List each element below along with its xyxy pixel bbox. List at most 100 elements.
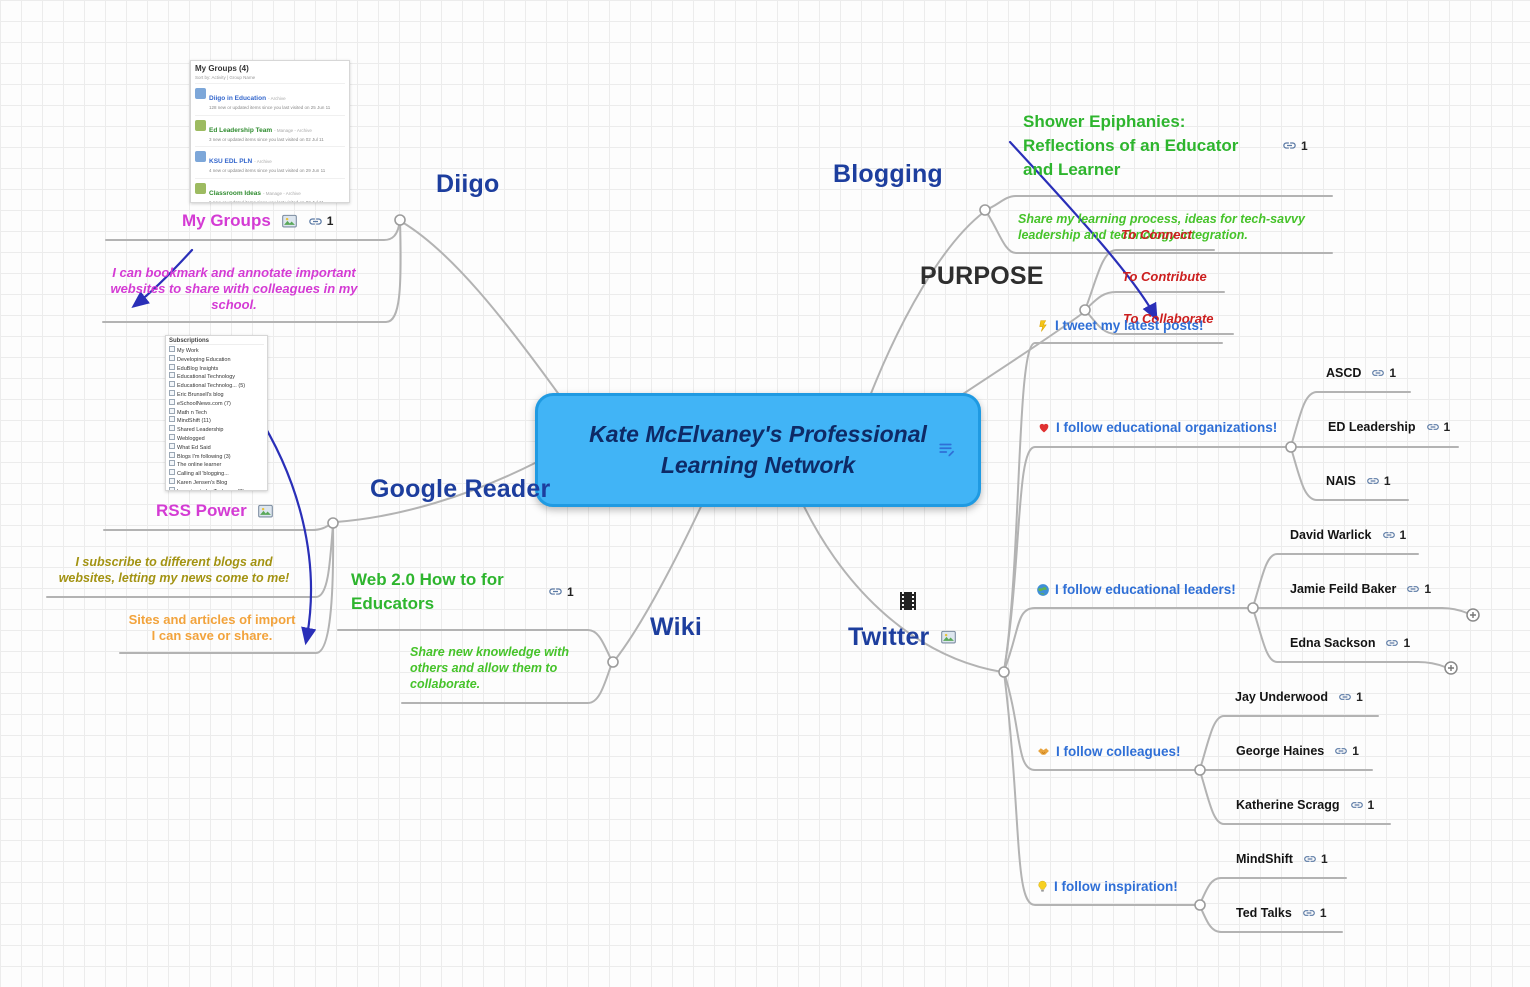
- link-attachment-badge[interactable]: 1: [1406, 582, 1431, 596]
- node-google-reader[interactable]: Google Reader: [370, 475, 551, 503]
- link-attachment-badge[interactable]: 1: [1282, 138, 1308, 153]
- link-attachment-badge[interactable]: 1: [1366, 474, 1391, 488]
- link-icon: [1426, 424, 1439, 430]
- link-attachment-badge[interactable]: 1: [1350, 798, 1374, 812]
- link-count: 1: [1383, 474, 1391, 488]
- link-attachment-badge[interactable]: 1: [1303, 852, 1328, 866]
- screenshot-title: Subscriptions: [169, 338, 264, 345]
- leaf-label: Edna Sackson: [1290, 636, 1376, 650]
- root-node[interactable]: Kate McElvaney's Professional Learning N…: [535, 393, 981, 507]
- tweet-posts-label: I tweet my latest posts!: [1055, 318, 1204, 333]
- expand-toggle-icon[interactable]: [1466, 608, 1480, 622]
- node-follow-inspiration[interactable]: I follow inspiration!: [1036, 879, 1178, 894]
- node-twitter[interactable]: Twitter: [848, 623, 957, 652]
- group-meta: - Manage - Archive: [274, 127, 312, 133]
- link-icon: [1367, 478, 1379, 484]
- freehand-arrows: [131, 140, 1158, 646]
- globe-icon: [1037, 583, 1049, 596]
- image-attachment-icon[interactable]: [257, 504, 274, 519]
- node-subscribe-note[interactable]: I subscribe to different blogs and websi…: [58, 555, 290, 585]
- link-attachment-badge[interactable]: 1: [1426, 420, 1450, 434]
- node-tweet-posts[interactable]: I tweet my latest posts!: [1037, 318, 1204, 333]
- node-blog-post[interactable]: Shower Epiphanies: Reflections of an Edu…: [1023, 110, 1261, 182]
- link-attachment-badge[interactable]: 1: [1338, 690, 1363, 704]
- collapsed-node-toggles[interactable]: [1444, 608, 1480, 675]
- node-diigo-note[interactable]: I can bookmark and annotate important we…: [110, 265, 358, 312]
- group-desc: 128 new or updated items since you last …: [209, 105, 331, 110]
- leaf-label: MindShift: [1236, 852, 1293, 866]
- node-my-groups[interactable]: My Groups 1: [182, 211, 333, 231]
- heart-icon: [1039, 423, 1049, 433]
- link-attachment-badge[interactable]: 1: [1382, 528, 1406, 542]
- leaf-label: NAIS: [1326, 474, 1356, 488]
- node-rss-power[interactable]: RSS Power: [156, 501, 274, 521]
- node-sites-note[interactable]: Sites and articles of import I can save …: [128, 612, 296, 643]
- notes-icon[interactable]: [938, 440, 956, 463]
- list-item: Learning to be Techno... (3): [169, 487, 264, 490]
- node-wiki[interactable]: Wiki: [650, 613, 702, 641]
- node-edna-sackson[interactable]: Edna Sackson 1: [1290, 636, 1410, 650]
- link-icon: [549, 588, 562, 595]
- link-attachment-badge[interactable]: 1: [1385, 636, 1410, 650]
- node-jamie-feild-baker[interactable]: Jamie Feild Baker 1: [1290, 582, 1431, 596]
- node-ed-leadership[interactable]: ED Leadership 1: [1328, 420, 1450, 434]
- follow-colleagues-label: I follow colleagues!: [1056, 744, 1181, 759]
- node-follow-organizations[interactable]: I follow educational organizations!: [1037, 420, 1277, 435]
- node-david-warlick[interactable]: David Warlick 1: [1290, 528, 1406, 542]
- link-icon: [1350, 802, 1363, 808]
- link-icon: [1386, 640, 1399, 646]
- link-attachment-badge[interactable]: 1: [1302, 906, 1327, 920]
- expand-toggle-icon[interactable]: [1444, 661, 1458, 675]
- screenshot-sortbar: Sort by: Activity | Group Name: [195, 75, 256, 80]
- node-follow-colleagues[interactable]: I follow colleagues!: [1036, 744, 1181, 759]
- lightning-icon: [1039, 319, 1047, 332]
- web20-title: Web 2.0 How to for Educators: [351, 570, 504, 613]
- image-attachment-icon[interactable]: [940, 630, 957, 645]
- handshake-icon: [1038, 748, 1049, 755]
- link-attachment-badge[interactable]: 1: [308, 214, 333, 229]
- root-title-line1: Kate McElvaney's Professional: [589, 421, 927, 447]
- list-item: Shared Leadership: [169, 425, 264, 434]
- list-item: EduBlog Insights: [169, 364, 264, 373]
- link-icon: [1382, 532, 1395, 538]
- node-nais[interactable]: NAIS 1: [1326, 474, 1391, 488]
- image-attachment-icon[interactable]: [281, 214, 298, 229]
- node-wiki-note[interactable]: Share new knowledge with others and allo…: [410, 645, 570, 691]
- list-item: Educational Technolog... (5): [169, 381, 264, 390]
- node-to-contribute[interactable]: To Contribute: [1122, 269, 1207, 284]
- link-icon: [1335, 748, 1348, 754]
- node-mindshift[interactable]: MindShift 1: [1236, 852, 1328, 866]
- list-item: Eric Brunsell's blog: [169, 390, 264, 399]
- node-follow-leaders[interactable]: I follow educational leaders!: [1036, 582, 1236, 597]
- link-attachment-badge[interactable]: 1: [1334, 744, 1359, 758]
- branch-connectors: [46, 195, 1468, 933]
- node-jay-underwood[interactable]: Jay Underwood 1: [1235, 690, 1363, 704]
- node-katherine-scragg[interactable]: Katherine Scragg 1: [1236, 798, 1374, 812]
- arrow-blog-to-tweet: [1008, 140, 1158, 321]
- diigo-groups-screenshot[interactable]: My Groups (4) Sort by: Activity | Group …: [190, 60, 350, 203]
- link-attachment-badge[interactable]: 1: [548, 584, 574, 599]
- node-ascd[interactable]: ASCD 1: [1326, 366, 1396, 380]
- link-count: 1: [1424, 582, 1431, 596]
- node-blogging-note[interactable]: Share my learning process, ideas for tec…: [1018, 212, 1305, 242]
- leaf-label: George Haines: [1236, 744, 1325, 758]
- twitter-label: Twitter: [848, 623, 930, 651]
- group-desc: 3 new or updated items since you last vi…: [209, 136, 324, 142]
- node-george-haines[interactable]: George Haines 1: [1236, 744, 1359, 758]
- node-to-connect[interactable]: To Connect: [1121, 227, 1193, 242]
- list-item: Weblogged: [169, 434, 264, 443]
- screenshot-title: My Groups (4): [195, 64, 249, 73]
- node-blogging[interactable]: Blogging: [833, 160, 943, 188]
- group-desc: 4 new or updated items since you last vi…: [209, 168, 326, 173]
- node-web20-resource[interactable]: Web 2.0 How to for Educators: [351, 568, 529, 616]
- group-avatar: [195, 119, 206, 131]
- node-ted-talks[interactable]: Ted Talks 1: [1236, 906, 1327, 920]
- node-purpose[interactable]: PURPOSE: [920, 262, 1044, 290]
- node-diigo[interactable]: Diigo: [436, 170, 500, 198]
- link-attachment-badge[interactable]: 1: [1371, 366, 1396, 380]
- list-item: Karen Jensen's Blog: [169, 478, 264, 487]
